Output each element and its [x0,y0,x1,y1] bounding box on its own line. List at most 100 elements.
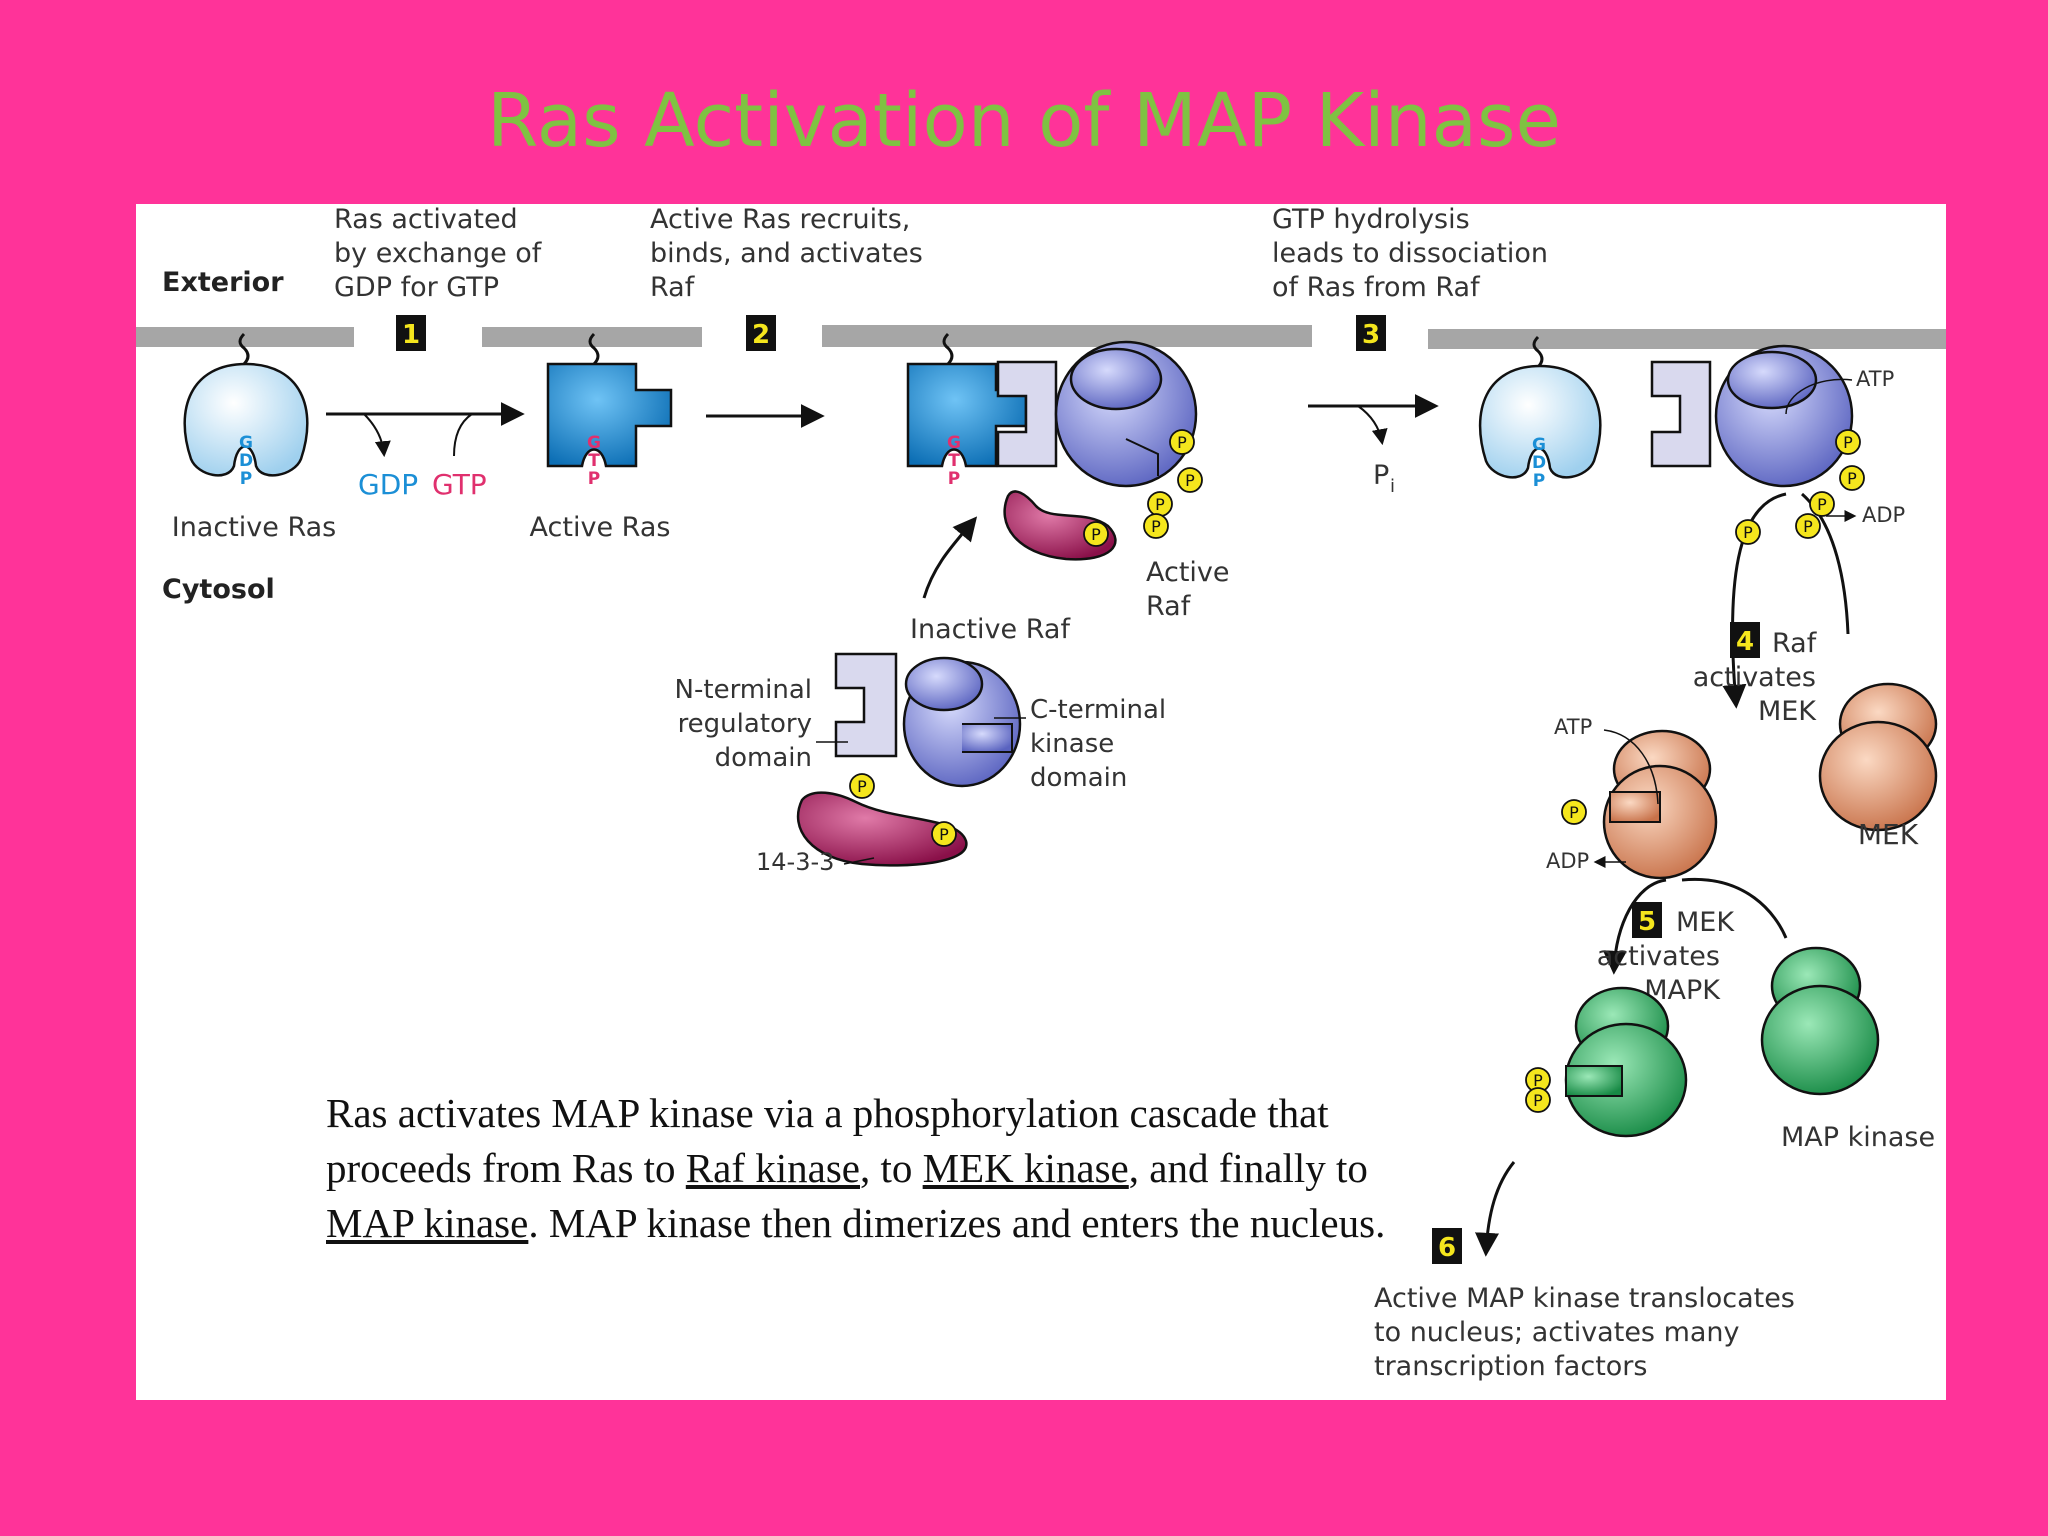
svg-text:G: G [1532,435,1546,455]
active-ras-label: Active Ras [530,512,671,543]
figure-panel: Exterior Cytosol Ras activated by exchan… [136,204,1946,1400]
inactive-raf: Inactive Raf N-terminal regulatory domai… [675,614,1167,876]
svg-text:T: T [588,451,600,471]
step-2-description: Active Ras recruits, binds, and activate… [650,204,923,303]
inactive-ras-label: Inactive Ras [172,512,337,543]
caption-text-2: , to [860,1145,923,1191]
step-3-arrow: P i [1308,394,1439,497]
svg-text:5: 5 [1638,907,1656,937]
svg-text:binds, and activates: binds, and activates [650,238,923,269]
ras-raf-complex: G T P Active Raf [906,332,1230,622]
phosphate-label-13: P [1569,803,1579,822]
svg-text:domain: domain [715,743,812,773]
svg-text:T: T [948,451,960,471]
svg-text:of Ras from Raf: of Ras from Raf [1272,272,1481,303]
svg-text:Active MAP kinase translocates: Active MAP kinase translocates [1374,1283,1795,1314]
svg-text:D: D [239,451,253,471]
step-badge-1: 1 [396,315,426,351]
phosphate-label-2: P [1185,471,1195,490]
svg-text:G: G [947,433,961,453]
svg-text:3: 3 [1362,320,1380,350]
n-terminal-label: N-terminal [675,675,812,705]
phosphate-2 [1177,467,1203,493]
caption-text-1: Ras activates MAP kinase via a phosphory… [326,1090,1329,1191]
svg-text:kinase: kinase [1030,729,1114,759]
cytosol-label: Cytosol [162,574,275,605]
svg-text:G: G [587,433,601,453]
phosphate-15 [1525,1087,1551,1113]
svg-text:leads to dissociation: leads to dissociation [1272,238,1548,269]
mek-label: MEK [1858,818,1919,851]
phosphate-label-6: P [857,777,867,796]
svg-text:Raf: Raf [1146,591,1192,622]
phosphate-label-11: P [1803,517,1813,536]
svg-text:MEK: MEK [1758,696,1817,727]
svg-text:activates: activates [1597,941,1720,972]
caption-text-3: , and finally to [1128,1145,1368,1191]
step-badge-2: 2 [746,315,776,351]
mek-inactive: MEK [1818,682,1938,851]
pi-label: P [1373,460,1389,491]
svg-text:P: P [588,469,600,489]
phosphate-label-8: P [1843,433,1853,452]
phosphate-13 [1561,799,1587,825]
svg-text:D: D [1532,453,1546,473]
phosphate-1 [1169,429,1195,455]
svg-text:4: 4 [1736,627,1754,657]
phosphate-label-9: P [1847,469,1857,488]
active-raf-label: Active [1146,557,1230,588]
raf-released: ATP ADP [1650,344,1905,527]
caption: Ras activates MAP kinase via a phosphory… [326,1086,1396,1251]
caption-text-4: . MAP kinase then dimerizes and enters t… [528,1200,1386,1246]
atp-label-raf: ATP [1856,367,1894,391]
gdp-label: GDP [358,468,418,501]
svg-text:to nucleus; activates many: to nucleus; activates many [1374,1317,1740,1348]
phosphate-7 [931,821,957,847]
exterior-label: Exterior [162,267,284,298]
step-badge-3: 3 [1356,315,1386,351]
svg-text:2: 2 [752,320,770,350]
adp-label-raf: ADP [1862,503,1905,527]
phosphate-12 [1735,519,1761,545]
phosphate-9 [1839,465,1865,491]
svg-text:transcription factors: transcription factors [1374,1351,1647,1382]
svg-text:GTP hydrolysis: GTP hydrolysis [1272,204,1470,235]
step-1-arrow: GDP GTP [326,402,525,501]
svg-text:GDP for GTP: GDP for GTP [334,272,499,303]
svg-text:Active Ras recruits,: Active Ras recruits, [650,204,910,235]
svg-text:activates: activates [1693,662,1816,693]
map-kinase-link[interactable]: MAP kinase [326,1200,529,1246]
svg-text:domain: domain [1030,763,1127,793]
c-terminal-label: C-terminal [1030,695,1166,725]
phosphate-label-10: P [1817,495,1827,514]
ras-map-kinase-diagram: Exterior Cytosol Ras activated by exchan… [136,204,1946,1382]
svg-text:MEK: MEK [1676,907,1735,938]
phosphate-6 [849,773,875,799]
phosphate-11 [1795,513,1821,539]
mek-kinase-link[interactable]: MEK kinase [922,1145,1129,1191]
slide-title: Ras Activation of MAP Kinase [486,78,1562,164]
svg-text:P: P [948,469,960,489]
svg-text:Raf: Raf [1772,628,1818,659]
svg-text:Ras activated: Ras activated [334,204,518,235]
adp-label-mek: ADP [1546,849,1589,873]
svg-text:6: 6 [1438,1233,1456,1263]
step-1-description: Ras activated by exchange of GDP for GTP [334,204,543,303]
phosphate-label-4: P [1151,517,1161,536]
phosphate-label-14: P [1533,1071,1543,1090]
phosphate-label-3: P [1155,495,1165,514]
raf-recruit-arrow [922,516,978,599]
svg-text:1: 1 [402,320,420,350]
ras-dissociated: G D P [1478,335,1602,491]
step-4: 4 Raf activates MEK [1693,492,1850,727]
phosphate-label-1: P [1177,433,1187,452]
svg-text:P: P [1533,471,1545,491]
protein-1433-label: 14-3-3 [756,848,834,876]
phosphate-4 [1143,513,1169,539]
step-5: 5 MEK activates MAPK [1597,877,1788,1006]
mek-active: ATP ADP [1546,715,1718,880]
phosphate-8 [1835,429,1861,455]
phosphate-label-7: P [939,825,949,844]
raf-kinase-link[interactable]: Raf kinase [685,1145,860,1191]
